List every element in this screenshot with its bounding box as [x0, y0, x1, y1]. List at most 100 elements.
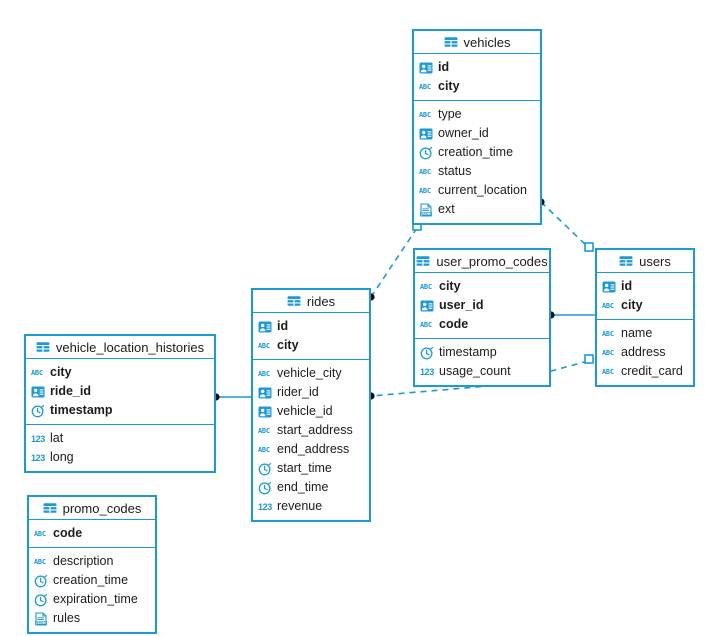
entity-title: user_promo_codes — [436, 253, 548, 269]
entity-title: users — [639, 253, 671, 269]
field-label: rider_id — [277, 385, 319, 400]
abc-string-icon: ABC — [419, 82, 431, 91]
abc-string-icon: ABC — [602, 348, 614, 357]
field-row[interactable]: expiration_time — [29, 590, 155, 609]
id-card-icon — [258, 320, 272, 334]
entity-header-user_promo_codes[interactable]: user_promo_codes — [415, 250, 549, 273]
relationship-vehicles-users[interactable] — [537, 198, 594, 252]
field-row[interactable]: owner_id — [414, 124, 540, 143]
field-label: city — [439, 279, 461, 294]
field-row[interactable]: 123 usage_count — [415, 362, 549, 381]
field-label: current_location — [438, 183, 527, 198]
field-label: creation_time — [438, 145, 514, 160]
123-number-icon: 123 — [31, 452, 45, 463]
field-label: rules — [53, 611, 81, 626]
field-row[interactable]: creation_time — [414, 143, 540, 162]
abc-string-icon: ABC — [602, 301, 614, 310]
field-label: vehicle_id — [277, 404, 333, 419]
field-label: id — [438, 60, 450, 75]
entity-header-promo_codes[interactable]: promo_codes — [29, 497, 155, 520]
id-card-icon — [258, 405, 272, 419]
field-row[interactable]: start_time — [253, 459, 369, 478]
field-row[interactable]: rider_id — [253, 383, 369, 402]
field-row[interactable]: vehicle_id — [253, 402, 369, 421]
table-icon — [444, 35, 458, 49]
field-label: type — [438, 107, 462, 122]
field-row[interactable]: id — [597, 277, 693, 296]
abc-string-icon: ABC — [602, 329, 614, 338]
cardinality-optional-square — [584, 354, 594, 364]
entity-header-users[interactable]: users — [597, 250, 693, 273]
relationship-user_promo_codes-users[interactable] — [547, 311, 595, 319]
field-row[interactable]: end_time — [253, 478, 369, 497]
abc-string-icon: ABC — [420, 282, 432, 291]
field-row[interactable]: user_id — [415, 296, 549, 315]
id-card-icon — [258, 386, 272, 400]
field-label: id — [277, 319, 289, 334]
entity-header-rides[interactable]: rides — [253, 290, 369, 313]
field-row[interactable]: timestamp — [26, 401, 214, 420]
field-row[interactable]: ride_id — [26, 382, 214, 401]
relationship-vehicle_location_histories-rides[interactable] — [212, 393, 251, 401]
id-card-icon — [420, 299, 434, 313]
field-row[interactable]: timestamp — [415, 343, 549, 362]
field-label: usage_count — [439, 364, 511, 379]
field-row[interactable]: id — [414, 58, 540, 77]
abc-string-icon: ABC — [258, 426, 270, 435]
123-number-icon: 123 — [258, 501, 272, 512]
field-row[interactable]: ABC type — [414, 105, 540, 124]
abc-string-icon: ABC — [419, 110, 431, 119]
abc-string-icon: ABC — [602, 367, 614, 376]
clock-icon — [258, 481, 272, 495]
abc-string-icon: ABC — [34, 557, 46, 566]
abc-string-icon: ABC — [258, 445, 270, 454]
123-number-icon: 123 — [420, 366, 434, 377]
field-row[interactable]: ABC city — [415, 277, 549, 296]
field-label: lat — [50, 431, 64, 446]
clock-icon — [258, 462, 272, 476]
field-row[interactable]: id — [253, 317, 369, 336]
entity-header-vehicle_location_histories[interactable]: vehicle_location_histories — [26, 336, 214, 359]
table-icon — [416, 254, 430, 268]
field-row[interactable]: creation_time — [29, 571, 155, 590]
id-card-icon — [419, 61, 433, 75]
entity-title: promo_codes — [62, 500, 142, 516]
field-label: ext — [438, 202, 455, 217]
field-label: vehicle_city — [277, 366, 342, 381]
entity-header-vehicles[interactable]: vehicles — [414, 31, 540, 54]
